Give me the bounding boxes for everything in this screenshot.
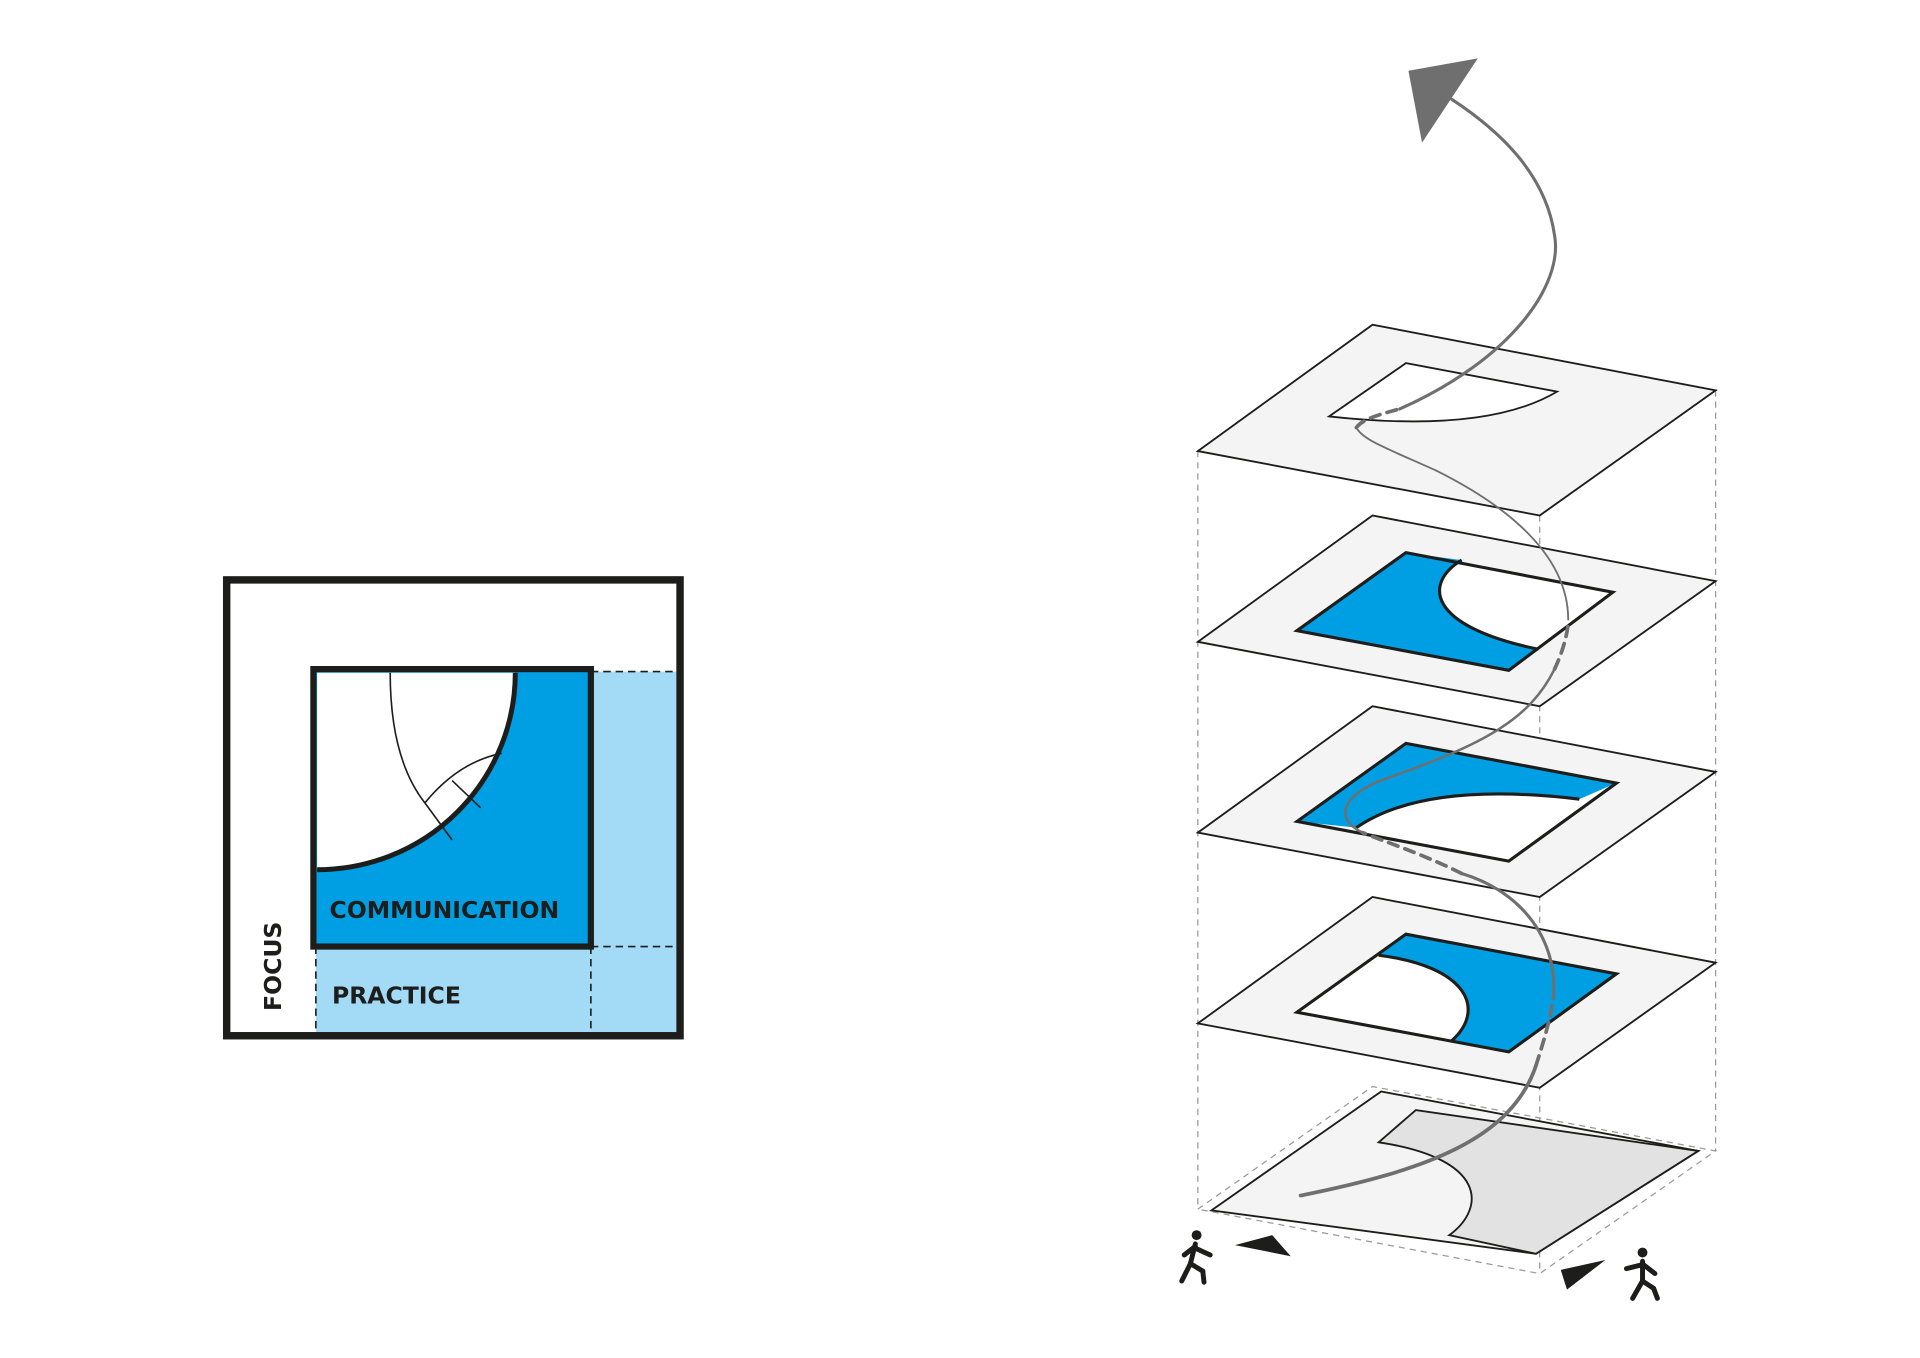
entry-arrow-left-icon xyxy=(1234,1235,1291,1257)
label-focus: FOCUS xyxy=(259,922,287,1011)
circulation-path xyxy=(1298,97,1571,1198)
focus-arc xyxy=(317,672,518,873)
practice-strip-right xyxy=(590,671,677,1033)
concept-square: COMMUNICATION PRACTICE FOCUS xyxy=(222,576,684,1040)
label-practice: PRACTICE xyxy=(332,982,461,1010)
floor-plate-3 xyxy=(1195,514,1718,708)
entry-arrow-right-icon xyxy=(1560,1259,1606,1290)
pedestrian-left-icon xyxy=(1179,1230,1213,1285)
floor-plate-top xyxy=(1195,323,1718,517)
label-communication: COMMUNICATION xyxy=(329,896,559,924)
pedestrian-right-icon xyxy=(1623,1247,1660,1301)
seating-lines xyxy=(389,672,502,841)
upward-arrow-head-icon xyxy=(1408,58,1478,143)
communication-box xyxy=(310,665,594,950)
floor-plate-1 xyxy=(1195,896,1718,1089)
dashed-guides xyxy=(315,670,677,1033)
practice-strip-bottom xyxy=(315,946,591,1033)
focus-quarter xyxy=(317,672,516,870)
floor-plate-2 xyxy=(1195,705,1718,898)
outer-frame xyxy=(222,576,684,1040)
floor-stack xyxy=(1179,58,1718,1301)
